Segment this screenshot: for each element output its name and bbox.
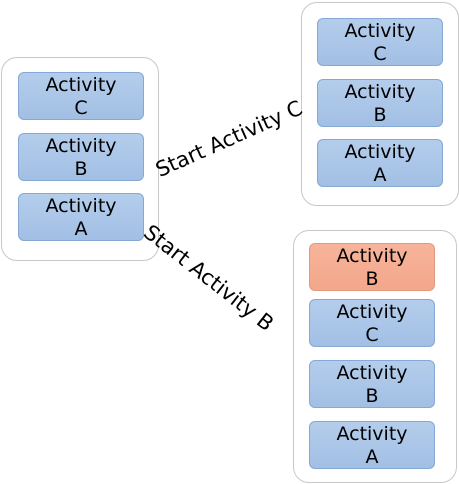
- activity-card: Activity B: [309, 360, 435, 408]
- activity-letter: C: [365, 324, 379, 346]
- activity-letter: C: [74, 97, 88, 119]
- activity-card: Activity A: [317, 139, 443, 187]
- task-stack-after-c: Activity C Activity B Activity A: [301, 2, 459, 206]
- activity-title: Activity: [336, 362, 408, 384]
- activity-card: Activity B: [317, 79, 443, 127]
- new-activity-card: Activity B: [309, 243, 435, 291]
- activity-card: Activity B: [18, 133, 144, 181]
- task-stack-after-b: Activity B Activity C Activity B Activit…: [293, 230, 457, 483]
- start-activity-c-label: Start Activity C: [152, 95, 306, 182]
- activity-letter: A: [365, 446, 379, 468]
- activity-card: Activity C: [18, 72, 144, 120]
- activity-title: Activity: [344, 20, 416, 42]
- activity-card: Activity C: [309, 299, 435, 347]
- activity-card: Activity A: [18, 193, 144, 241]
- activity-card: Activity A: [309, 421, 435, 469]
- activity-title: Activity: [344, 81, 416, 103]
- activity-letter: A: [74, 218, 88, 240]
- activity-title: Activity: [336, 301, 408, 323]
- activity-letter: B: [373, 104, 387, 126]
- activity-title: Activity: [45, 195, 117, 217]
- activity-card: Activity C: [317, 18, 443, 66]
- activity-letter: B: [365, 385, 379, 407]
- activity-letter: A: [373, 164, 387, 186]
- activity-letter: B: [74, 158, 88, 180]
- activity-letter: B: [365, 268, 379, 290]
- activity-title: Activity: [336, 423, 408, 445]
- activity-title: Activity: [344, 141, 416, 163]
- initial-task-stack: Activity C Activity B Activity A: [1, 57, 159, 261]
- activity-title: Activity: [45, 74, 117, 96]
- activity-title: Activity: [45, 135, 117, 157]
- activity-title: Activity: [336, 245, 408, 267]
- activity-letter: C: [373, 43, 387, 65]
- start-activity-b-label: Start Activity B: [139, 220, 279, 336]
